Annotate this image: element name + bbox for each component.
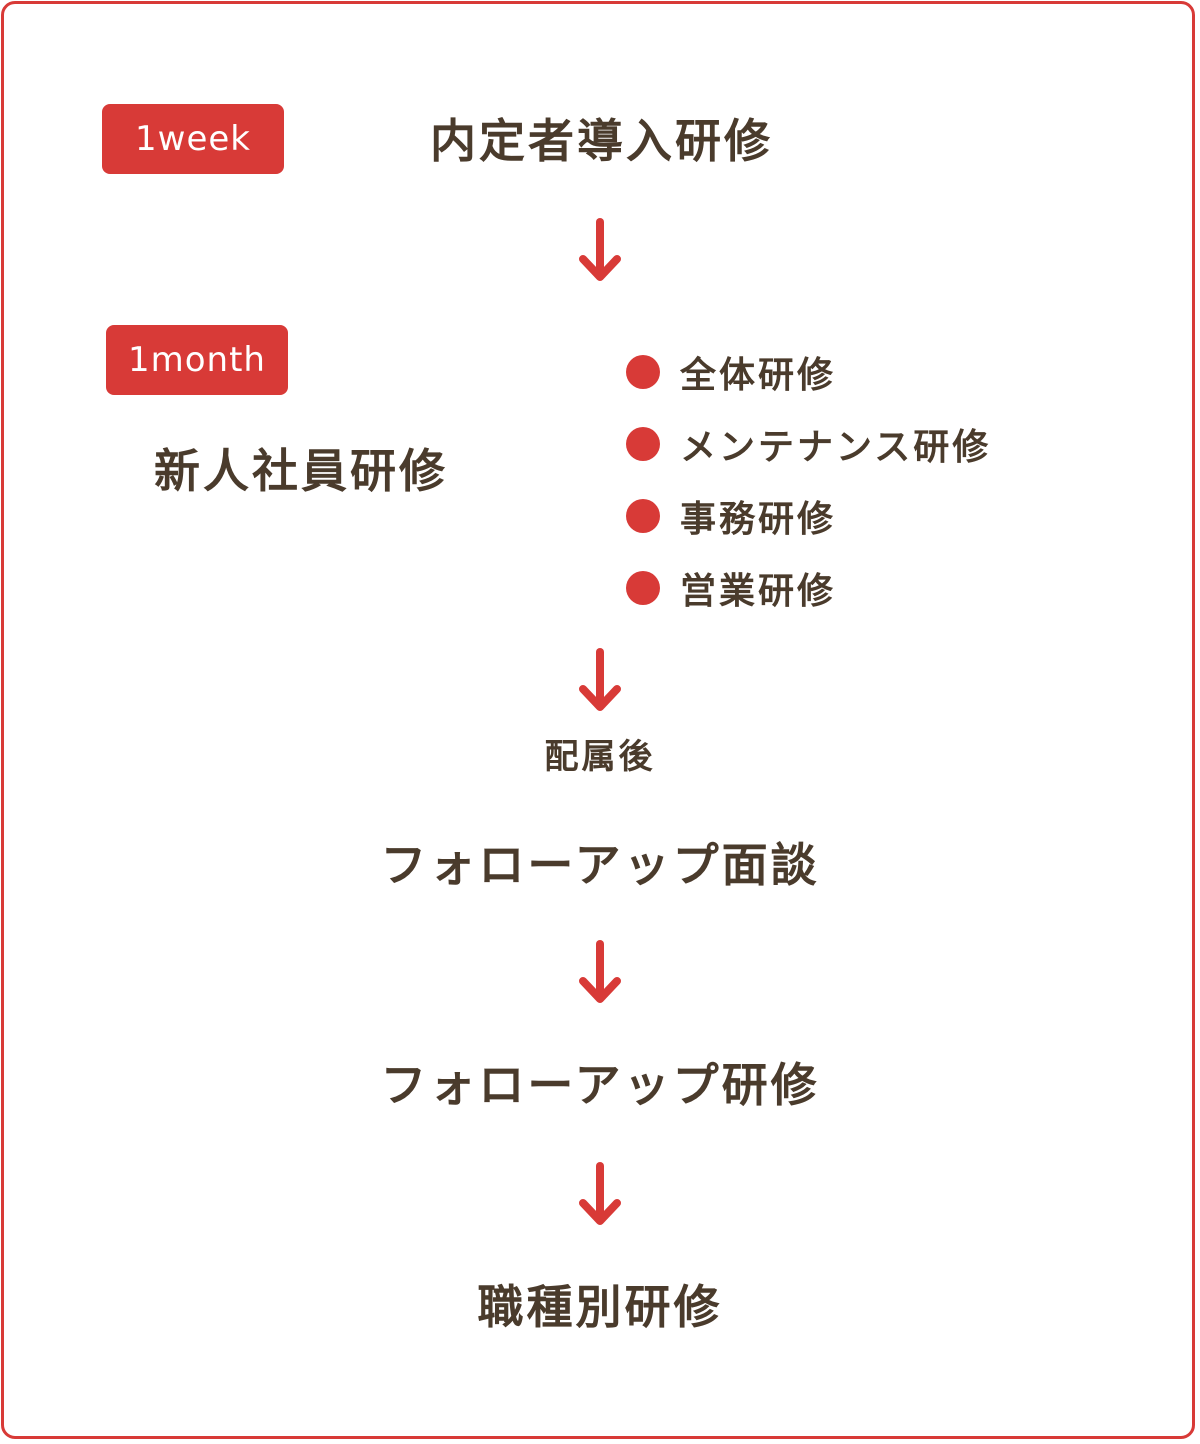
step-job-specific-training: 職種別研修 [477, 1280, 723, 1334]
sub-training-list: 全体研修 メンテナンス研修 事務研修 営業研修 [626, 336, 991, 624]
arrow-down-icon [579, 648, 621, 711]
duration-badge-month: 1month [106, 325, 288, 395]
step-after-assignment-label: 配属後 [544, 737, 656, 777]
arrow-down-icon [579, 218, 621, 281]
step-intro-training: 内定者導入研修 [430, 114, 773, 168]
sub-training-label: 営業研修 [680, 571, 837, 612]
arrow-down-icon [579, 940, 621, 1003]
step-follow-up-interview: フォローアップ面談 [380, 838, 820, 892]
duration-badge-week: 1week [102, 104, 284, 174]
sub-training-label: 全体研修 [680, 355, 837, 396]
bullet-dot-icon [626, 355, 660, 389]
sub-training-label: 事務研修 [680, 499, 837, 540]
list-item: 全体研修 [626, 336, 991, 408]
bullet-dot-icon [626, 499, 660, 533]
bullet-dot-icon [626, 427, 660, 461]
list-item: 営業研修 [626, 552, 991, 624]
arrow-down-icon [579, 1162, 621, 1225]
step-follow-up-training: フォローアップ研修 [380, 1058, 820, 1112]
sub-training-label: メンテナンス研修 [680, 427, 992, 468]
list-item: メンテナンス研修 [626, 408, 991, 480]
list-item: 事務研修 [626, 480, 991, 552]
step-new-employee-training: 新人社員研修 [154, 444, 448, 498]
bullet-dot-icon [626, 571, 660, 605]
